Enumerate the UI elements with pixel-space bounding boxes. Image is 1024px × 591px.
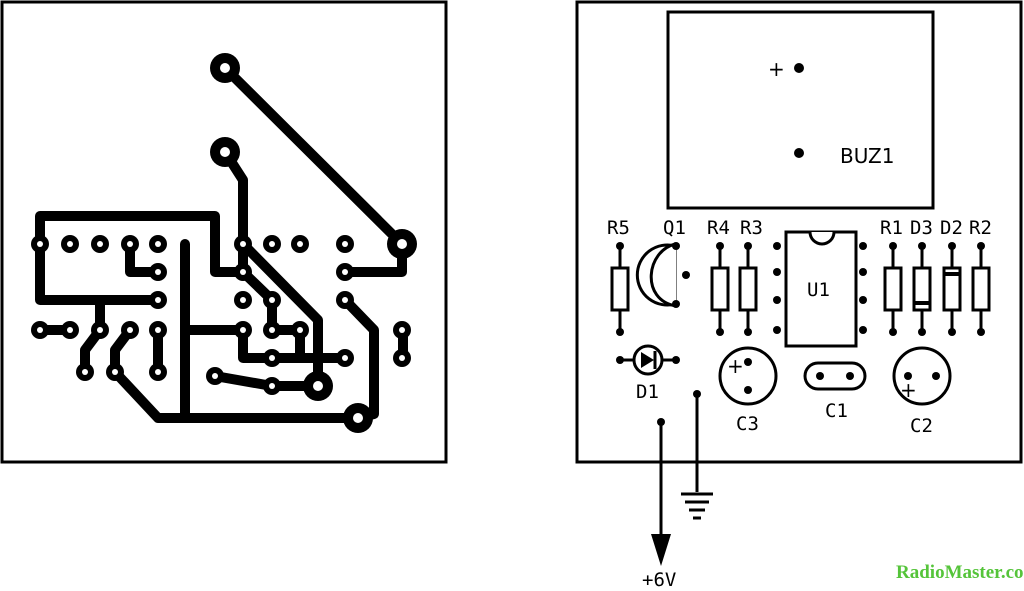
- label-d1: D1: [636, 381, 659, 403]
- pad-drill-hole: [342, 269, 348, 275]
- label-c2: C2: [910, 415, 933, 437]
- pad-drill-hole: [353, 413, 363, 423]
- pad-drill-hole: [342, 355, 348, 361]
- label-c1: C1: [825, 400, 848, 422]
- ic-u1: U1: [773, 230, 867, 348]
- diode-d3: [912, 242, 932, 336]
- supply-connections: +6V: [642, 394, 713, 591]
- label-d3: D3: [910, 217, 933, 239]
- pad-drill-hole: [399, 355, 405, 361]
- trace-r-link: [125, 239, 163, 277]
- positive-supply-label: +6V: [642, 569, 676, 591]
- pad-drill-hole: [37, 327, 43, 333]
- diode-d1: D1: [616, 344, 680, 403]
- diode-d2: [942, 242, 962, 336]
- buzzer-outline: [666, 10, 935, 210]
- pad-drill-hole: [155, 241, 161, 247]
- pad-drill-hole: [397, 239, 407, 249]
- label-r1: R1: [880, 217, 903, 239]
- pad-drill-hole: [155, 269, 161, 275]
- pad-drill-hole: [155, 369, 161, 375]
- pad-drill-hole: [155, 297, 161, 303]
- ground-symbol-icon: [681, 492, 713, 520]
- positive-arrow-icon: [651, 534, 671, 566]
- label-u1: U1: [807, 279, 830, 301]
- resistor-r2: [971, 242, 991, 336]
- pad-drill-hole: [240, 269, 246, 275]
- label-r2: R2: [969, 217, 992, 239]
- capacitor-c2: + C2: [892, 346, 952, 437]
- c2-plus-mark: +: [900, 378, 917, 402]
- pad-drill-hole: [240, 241, 246, 247]
- c3-plus-mark: +: [727, 354, 744, 378]
- label-d2: D2: [940, 217, 963, 239]
- resistor-r4: [710, 242, 730, 336]
- capacitor-c3: + C3: [718, 346, 778, 435]
- pad-drill-hole: [212, 373, 218, 379]
- pad-drill-hole: [112, 369, 118, 375]
- watermark-text: RadioMaster.com.ua: [896, 562, 1024, 583]
- copper-pads: [31, 53, 417, 433]
- pad-drill-hole: [297, 241, 303, 247]
- pad-drill-hole: [67, 241, 73, 247]
- capacitor-c1: C1: [803, 361, 867, 422]
- pad-drill-hole: [269, 383, 275, 389]
- pad-drill-hole: [127, 327, 133, 333]
- label-c3: C3: [736, 413, 759, 435]
- buzzer-buz1: + BUZ1: [666, 10, 935, 210]
- pad-drill-hole: [313, 381, 323, 391]
- label-r3: R3: [740, 217, 763, 239]
- pad-drill-hole: [269, 355, 275, 361]
- pad-drill-hole: [220, 147, 230, 157]
- pad-drill-hole: [155, 327, 161, 333]
- pad-drill-hole: [269, 241, 275, 247]
- label-r5: R5: [607, 217, 630, 239]
- pad-drill-hole: [297, 327, 303, 333]
- trace-ic-row: [238, 325, 350, 363]
- pad-drill-hole: [97, 241, 103, 247]
- buzzer-designator: BUZ1: [840, 144, 894, 168]
- buzzer-pin-minus: [794, 148, 804, 158]
- pad-drill-hole: [67, 327, 73, 333]
- pad-drill-hole: [269, 327, 275, 333]
- pad-drill-hole: [399, 327, 405, 333]
- label-r4: R4: [707, 217, 730, 239]
- pad-drill-hole: [240, 297, 246, 303]
- trace-left-bus: [35, 239, 163, 305]
- buzzer-plus-mark: +: [768, 57, 785, 81]
- trace-d1-lead: [80, 295, 105, 377]
- pad-drill-hole: [342, 241, 348, 247]
- pad-drill-hole: [342, 297, 348, 303]
- transistor-q1: [635, 242, 690, 308]
- pad-drill-hole: [269, 297, 275, 303]
- trace-diag-mid: [238, 239, 323, 391]
- pad-drill-hole: [97, 327, 103, 333]
- buzzer-pin-plus: [794, 63, 804, 73]
- pad-drill-hole: [82, 369, 88, 375]
- resistor-r3: [738, 242, 758, 336]
- label-q1: Q1: [663, 217, 686, 239]
- pad-drill-hole: [220, 63, 230, 73]
- pad-drill-hole: [240, 327, 246, 333]
- resistor-r5: [610, 242, 630, 336]
- pad-drill-hole: [127, 241, 133, 247]
- pad-drill-hole: [37, 241, 43, 247]
- copper-layer-panel: [0, 0, 448, 464]
- silkscreen-layer-panel: + BUZ1 R5 Q1 R4 R3 R1 D3 D2 R2: [575, 0, 1023, 464]
- resistor-r1: [883, 242, 903, 336]
